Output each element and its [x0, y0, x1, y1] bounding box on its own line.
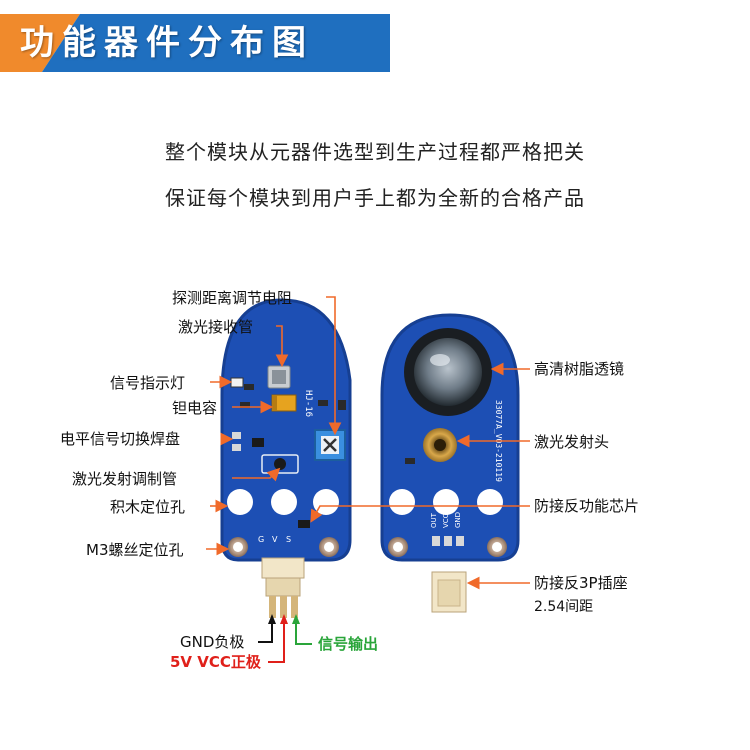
label-signal-led: 信号指示灯	[110, 374, 186, 392]
front-board: HJ-16 G V S	[220, 298, 352, 562]
silk-gnd: GND	[454, 512, 462, 528]
label-laser-receiver: 激光接收管	[178, 318, 254, 336]
label-laser-head: 激光发射头	[534, 433, 610, 451]
label-pitch: 2.54间距	[534, 599, 594, 615]
label-pin-gnd: GND负极	[180, 633, 245, 651]
label-laser-mod-tube: 激光发射调制管	[72, 470, 178, 488]
back-3p-socket	[431, 571, 467, 613]
back-leaders	[310, 362, 530, 590]
label-anti-reverse-socket: 防接反3P插座	[534, 574, 628, 592]
silk-vcc: VCC	[442, 513, 450, 528]
label-distance-pot: 探测距离调节电阻	[172, 289, 293, 307]
silk-model: HJ-16	[303, 390, 313, 417]
label-tantalum-cap: 钽电容	[172, 399, 218, 417]
silk-out: OUT	[430, 512, 438, 528]
label-pin-signal: 信号输出	[318, 635, 379, 653]
label-block-hole: 积木定位孔	[110, 498, 186, 516]
label-pin-vcc: 5V VCC正极	[170, 653, 261, 671]
page-title: 功能器件分布图	[20, 23, 314, 63]
silk-pin-g: G	[258, 535, 264, 544]
tagline-quality: 整个模块从元器件选型到生产过程都严格把关	[165, 140, 585, 164]
silk-pin-s: S	[286, 535, 291, 544]
label-anti-reverse-chip: 防接反功能芯片	[534, 497, 640, 515]
back-board: 33077A_V03-210119 OUT VCC GND	[380, 313, 520, 562]
front-pin-header	[261, 557, 305, 618]
tagline-guarantee: 保证每个模块到用户手上都为全新的合格产品	[165, 186, 585, 210]
front-leaders	[206, 296, 342, 556]
silk-pin-v: V	[272, 535, 278, 544]
label-level-pad: 电平信号切换焊盘	[60, 430, 181, 448]
label-lens: 高清树脂透镜	[534, 360, 625, 378]
label-m3-hole: M3螺丝定位孔	[86, 541, 184, 559]
pin-arrows	[258, 614, 312, 663]
header-banner	[0, 14, 390, 72]
